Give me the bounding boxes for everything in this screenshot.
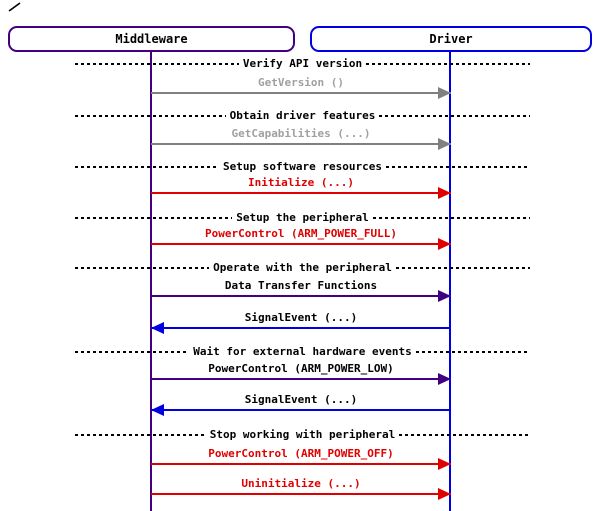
message-powercontrol-low: PowerControl (ARM_POWER_LOW) <box>151 362 451 385</box>
separator-dash <box>75 434 206 436</box>
message-data-transfer-functions: Data Transfer Functions <box>151 279 451 302</box>
message-label: Uninitialize (...) <box>241 477 361 490</box>
message-getversion: GetVersion () <box>151 76 451 99</box>
message-line <box>151 290 451 302</box>
arrowhead-right-icon <box>438 290 451 302</box>
arrowhead-left-icon <box>151 322 164 334</box>
arrowhead-right-icon <box>438 138 451 150</box>
message-signalevent-2: SignalEvent (...) <box>151 393 451 416</box>
message-label: GetCapabilities (...) <box>231 127 371 140</box>
separator-setup-the-peripheral: Setup the peripheral <box>75 211 531 225</box>
separator-dash <box>75 217 233 219</box>
message-powercontrol-off: PowerControl (ARM_POWER_OFF) <box>151 447 451 470</box>
arrowhead-right-icon <box>438 488 451 500</box>
separator-label: Setup the peripheral <box>236 211 369 224</box>
actor-box-driver: Driver <box>310 26 592 52</box>
message-initialize: Initialize (...) <box>151 176 451 199</box>
separator-dash <box>385 166 531 168</box>
message-signalevent-1: SignalEvent (...) <box>151 311 451 334</box>
message-line <box>151 322 451 334</box>
separator-dash <box>399 434 530 436</box>
separator-label: Wait for external hardware events <box>193 345 412 358</box>
separator-dash <box>75 166 220 168</box>
separator-label: Verify API version <box>242 57 363 70</box>
separator-verify-api-version: Verify API version <box>75 57 530 71</box>
separator-label: Setup software resources <box>223 160 382 173</box>
message-label: Initialize (...) <box>248 176 354 189</box>
message-label: SignalEvent (...) <box>244 311 358 324</box>
separator-dash <box>75 63 239 65</box>
message-line <box>151 488 451 500</box>
arrowhead-right-icon <box>438 87 451 99</box>
message-getcapabilities: GetCapabilities (...) <box>151 127 451 150</box>
separator-dash <box>75 267 210 269</box>
actor-label-driver: Driver <box>429 32 473 46</box>
message-label: PowerControl (ARM_POWER_FULL) <box>204 227 398 240</box>
arrowhead-right-icon <box>438 238 451 250</box>
separator-stop-working-with-peripheral: Stop working with peripheral <box>75 428 530 442</box>
arrowhead-right-icon <box>438 187 451 199</box>
message-line <box>151 458 451 470</box>
message-line <box>151 404 451 416</box>
separator-dash <box>379 115 531 117</box>
message-label: SignalEvent (...) <box>244 393 358 406</box>
separator-dash <box>415 351 531 353</box>
message-line <box>151 187 451 199</box>
separator-label: Obtain driver features <box>229 109 376 122</box>
actor-label-middleware: Middleware <box>115 32 188 46</box>
message-line <box>151 238 451 250</box>
separator-setup-software-resources: Setup software resources <box>75 160 531 174</box>
arrowhead-right-icon <box>438 458 451 470</box>
message-line <box>151 87 451 99</box>
separator-wait-for-hardware-events: Wait for external hardware events <box>75 345 531 359</box>
message-uninitialize: Uninitialize (...) <box>151 477 451 500</box>
message-powercontrol-full: PowerControl (ARM_POWER_FULL) <box>151 227 451 250</box>
separator-obtain-driver-features: Obtain driver features <box>75 109 531 123</box>
actor-box-middleware: Middleware <box>8 26 295 52</box>
separator-operate-with-peripheral: Operate with the peripheral <box>75 261 530 275</box>
stray-mark-icon <box>8 2 21 12</box>
message-label: PowerControl (ARM_POWER_OFF) <box>208 447 394 460</box>
arrowhead-right-icon <box>438 373 451 385</box>
message-label: Data Transfer Functions <box>224 279 378 292</box>
message-label: GetVersion () <box>257 76 345 89</box>
lifeline-middleware <box>150 52 152 511</box>
lifeline-driver <box>449 52 451 511</box>
separator-label: Stop working with peripheral <box>209 428 396 441</box>
message-line <box>151 373 451 385</box>
separator-dash <box>395 267 530 269</box>
arrowhead-left-icon <box>151 404 164 416</box>
separator-dash <box>75 115 226 117</box>
message-line <box>151 138 451 150</box>
separator-dash <box>366 63 530 65</box>
separator-dash <box>75 351 190 353</box>
separator-dash <box>372 217 531 219</box>
separator-label: Operate with the peripheral <box>213 261 392 274</box>
message-label: PowerControl (ARM_POWER_LOW) <box>208 362 394 375</box>
